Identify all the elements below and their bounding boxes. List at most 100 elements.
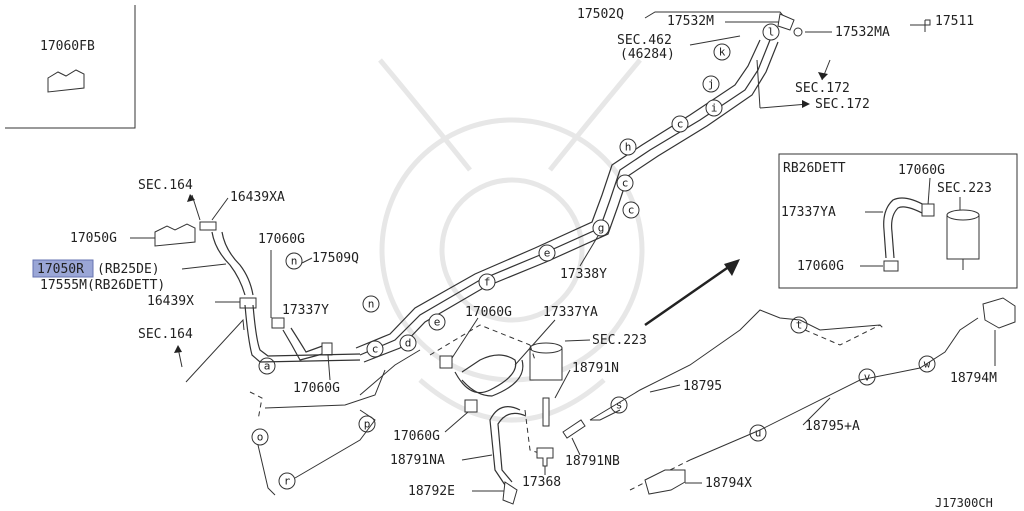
label-18795a: 18795+A (805, 419, 860, 434)
label-17338y: 17338Y (560, 267, 607, 282)
canister-section: 17060G 17337YA SEC.223 18791N 17060G 187… (390, 305, 647, 505)
label-17511: 17511 (935, 14, 974, 29)
callout-f: f (478, 273, 496, 291)
svg-text:s: s (616, 399, 623, 412)
svg-text:w: w (924, 358, 931, 371)
lower-right-assembly: 18795 18795+A 18794X 18794M (589, 297, 1016, 495)
connector-18794m (982, 297, 1016, 329)
watermark-emblem (378, 58, 645, 423)
svg-text:i: i (711, 102, 718, 115)
pipe-18791n (542, 397, 550, 427)
callout-e1: e (538, 244, 556, 262)
clip-17050g (154, 223, 196, 247)
label-18791nb: 18791NB (565, 454, 620, 469)
svg-text:k: k (719, 46, 726, 59)
callout-c2: c (616, 174, 634, 192)
callout-s: s (610, 396, 628, 414)
inset-label-17060g-a: 17060G (898, 163, 945, 178)
inset-title: RB26DETT (783, 161, 846, 176)
svg-text:d: d (405, 337, 412, 350)
callout-c3: c (622, 201, 640, 219)
callout-r: r (278, 472, 296, 490)
svg-text:v: v (864, 371, 871, 384)
label-17060g-b: 17060G (293, 381, 340, 396)
label-17060fb: 17060FB (40, 39, 95, 54)
lower-left-outline (249, 349, 421, 496)
callout-i: i (705, 99, 723, 117)
callout-h: h (619, 138, 637, 156)
inset-rb26dett: RB26DETT 17060G SEC.223 17337YA 17060G (778, 153, 1018, 289)
label-17532ma: 17532MA (835, 25, 890, 40)
clamp-17060g-b (321, 342, 333, 356)
top-right-assembly: 17502Q 17532M 17511 17532MA SEC.462 (462… (577, 7, 974, 112)
label-18795: 18795 (683, 379, 722, 394)
diagram-id: J17300CH (935, 496, 993, 510)
label-18791n: 18791N (572, 361, 619, 376)
label-18791na: 18791NA (390, 453, 445, 468)
inset-label-sec223: SEC.223 (937, 181, 992, 196)
svg-text:p: p (364, 418, 371, 431)
label-17050r-suffix: (RB25DE) (97, 262, 160, 277)
label-17337y: 17337Y (282, 303, 329, 318)
label-sec223-a: SEC.223 (592, 333, 647, 348)
label-sec164-b: SEC.164 (138, 327, 193, 342)
label-17060g-a: 17060G (258, 232, 305, 247)
callout-p: p (358, 415, 376, 433)
svg-text:g: g (598, 222, 605, 235)
label-sec172-a: SEC.172 (795, 81, 850, 96)
callout-n1: n (285, 252, 303, 270)
clip-17060fb-part (47, 69, 85, 93)
label-16439xa: 16439XA (230, 190, 285, 205)
callout-a: a (258, 357, 276, 375)
label-17532m: 17532M (667, 14, 714, 29)
svg-text:f: f (484, 276, 491, 289)
svg-text:o: o (257, 431, 264, 444)
svg-text:l: l (768, 26, 775, 39)
hose-18791nb (562, 419, 586, 439)
label-sec462: SEC.462 (617, 33, 672, 48)
fuel-hose-routing (355, 39, 779, 363)
tee-17368 (536, 447, 554, 467)
label-sec172-b: SEC.172 (815, 97, 870, 112)
clamp-17060g-a (271, 317, 285, 329)
inset-clamp-top (921, 203, 935, 217)
callout-c4: c (366, 340, 384, 358)
callout-n2: n (362, 295, 380, 313)
svg-text:u: u (755, 427, 762, 440)
svg-text:n: n (291, 255, 298, 268)
callout-k: k (713, 43, 731, 61)
label-17060g-d: 17060G (393, 429, 440, 444)
label-sec462-sub: (46284) (620, 47, 675, 62)
svg-text:h: h (625, 141, 632, 154)
clamp-17060g-c (439, 355, 453, 369)
clip-17532ma (793, 27, 803, 37)
label-17502q: 17502Q (577, 7, 624, 22)
label-18794x: 18794X (705, 476, 752, 491)
label-sec164-a: SEC.164 (138, 178, 193, 193)
clamp-16439xa (199, 221, 217, 231)
inset-canister (946, 214, 980, 260)
inset-label-17060g-b: 17060G (797, 259, 844, 274)
svg-text:e: e (434, 316, 441, 329)
callout-d: d (399, 334, 417, 352)
left-assembly: SEC.164 16439XA 17050G 17050R (RB25DE) 1… (32, 178, 361, 396)
inset-label-17337ya: 17337YA (781, 205, 836, 220)
svg-text:c: c (372, 343, 379, 356)
connector-18794x (644, 469, 686, 495)
svg-text:c: c (628, 204, 635, 217)
direction-arrow (644, 259, 740, 327)
callout-o: o (251, 428, 269, 446)
label-17060g-c: 17060G (465, 305, 512, 320)
clamp-17060g-d (464, 399, 478, 413)
label-16439x: 16439X (147, 294, 194, 309)
fitting-17532m (777, 13, 795, 31)
clamp-16439x (239, 297, 257, 309)
svg-text:a: a (264, 360, 271, 373)
label-17509q: 17509Q (312, 251, 359, 266)
label-17050r: 17050R (37, 262, 84, 277)
label-18792e: 18792E (408, 484, 455, 499)
svg-text:n: n (368, 298, 375, 311)
label-17368: 17368 (522, 475, 561, 490)
label-18794m: 18794M (950, 371, 997, 386)
